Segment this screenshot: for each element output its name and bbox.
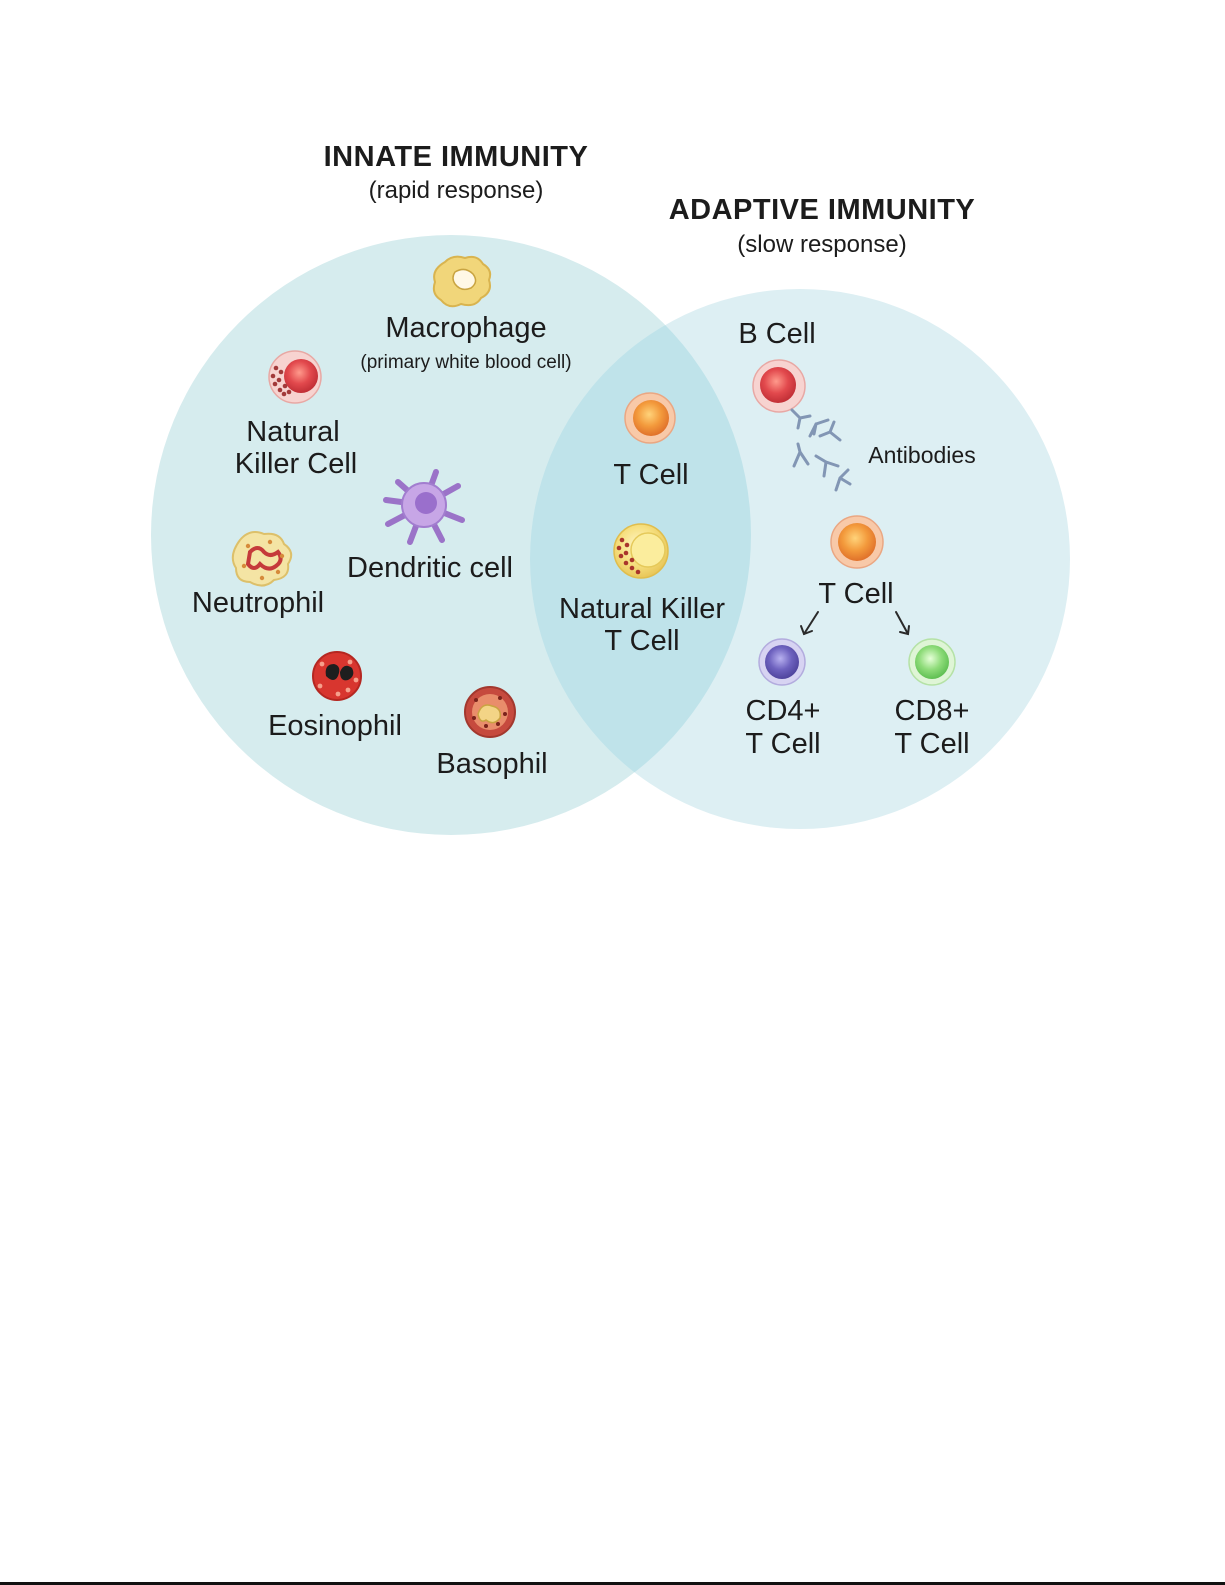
dendritic-cell-label: Dendritic cell — [347, 552, 513, 584]
natural-killer-t-cell-icon — [614, 524, 668, 578]
eosinophil-icon — [313, 652, 361, 700]
macrophage-label: Macrophage — [385, 312, 546, 344]
antibodies-label: Antibodies — [868, 442, 975, 468]
nkt-cell-label-line1: Natural Killer — [559, 593, 725, 625]
macrophage-note: (primary white blood cell) — [360, 352, 571, 373]
cd4-label-line1: CD4+ — [746, 695, 821, 727]
b-cell-icon — [753, 360, 805, 412]
adaptive-subtitle: (slow response) — [737, 231, 906, 258]
adaptive-t-cell-icon — [831, 516, 883, 568]
adaptive-t-cell-label: T Cell — [818, 578, 893, 610]
innate-subtitle: (rapid response) — [369, 177, 544, 204]
b-cell-label: B Cell — [738, 318, 815, 350]
nkt-cell-label-line2: T Cell — [604, 625, 679, 657]
overlap-t-cell-label: T Cell — [613, 459, 688, 491]
neutrophil-icon — [233, 532, 291, 586]
cd4-t-cell-icon — [759, 639, 805, 685]
t-cell-icon — [625, 393, 675, 443]
cd4-label-line2: T Cell — [745, 728, 820, 760]
eosinophil-label: Eosinophil — [268, 710, 402, 742]
nk-cell-label-line1: Natural — [246, 416, 340, 448]
cd8-label-line1: CD8+ — [895, 695, 970, 727]
innate-title: INNATE IMMUNITY — [324, 141, 589, 173]
basophil-icon — [465, 687, 515, 737]
basophil-label: Basophil — [436, 748, 547, 780]
adaptive-title: ADAPTIVE IMMUNITY — [669, 194, 976, 226]
nk-cell-label-line2: Killer Cell — [235, 448, 357, 480]
neutrophil-label: Neutrophil — [192, 587, 324, 619]
cd8-label-line2: T Cell — [894, 728, 969, 760]
cd8-t-cell-icon — [909, 639, 955, 685]
natural-killer-cell-icon — [269, 351, 321, 403]
